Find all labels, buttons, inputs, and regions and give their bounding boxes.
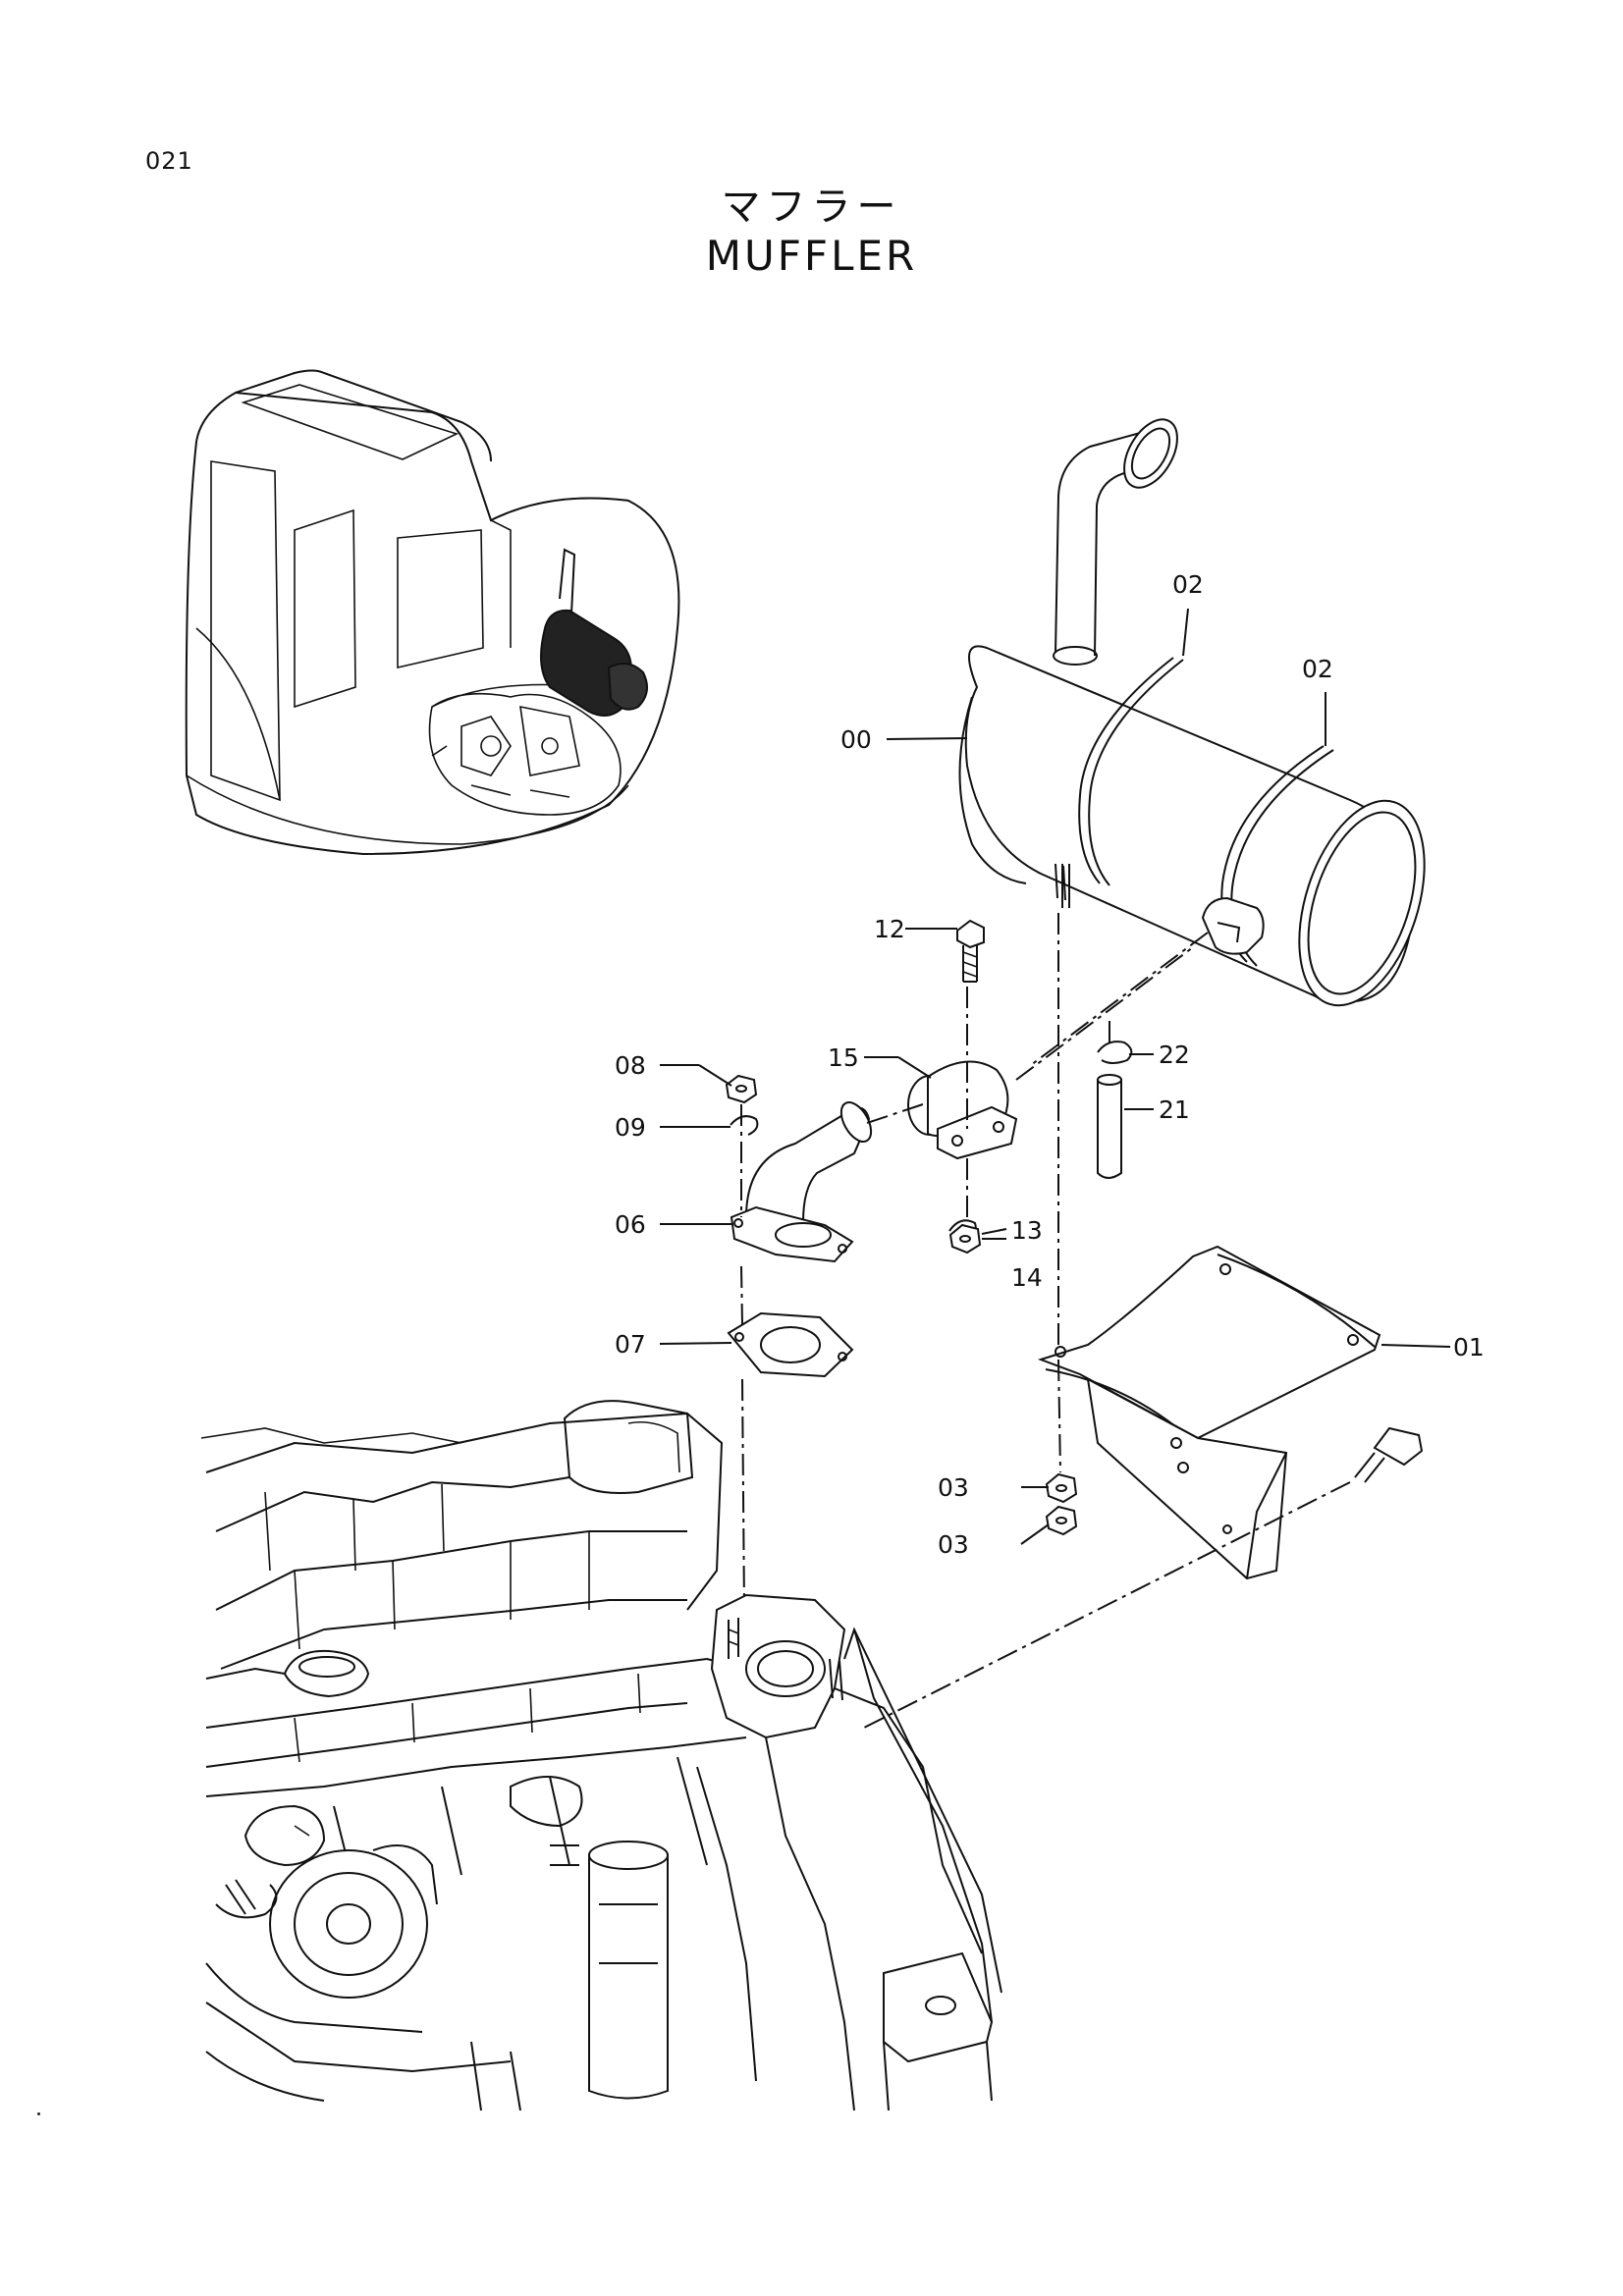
part-label-01: 01 (1453, 1333, 1485, 1362)
clip-part-22 (1097, 1041, 1133, 1064)
clamp-part-15 (907, 1060, 1018, 1160)
muffler-body (958, 418, 1426, 1007)
muffler-thumbnail (540, 548, 648, 717)
part-label-12: 12 (874, 915, 905, 943)
part-label-09: 09 (615, 1113, 646, 1142)
part-label-22: 22 (1159, 1041, 1190, 1069)
part-label-06: 06 (615, 1210, 646, 1239)
bracket-part-01 (1037, 1245, 1424, 1580)
nut-part-08 (725, 1074, 758, 1104)
part-label-07: 07 (615, 1330, 646, 1359)
leader-lines (659, 608, 1451, 1545)
excavator-overview-illustration (185, 369, 680, 856)
engine-illustration (200, 1400, 1002, 2111)
hose-part-21 (1097, 1074, 1122, 1179)
elbow-part-06 (730, 1101, 873, 1263)
part-label-14: 14 (1011, 1263, 1043, 1292)
assembly-center-lines (740, 913, 1351, 1729)
part-label-03-a: 03 (938, 1473, 969, 1502)
scan-speck (37, 2112, 40, 2115)
part-label-02-a: 02 (1172, 570, 1204, 599)
page-title-japanese: マフラー (721, 185, 902, 230)
nut-part-14 (948, 1223, 982, 1255)
engine-thumbnail (428, 692, 622, 816)
part-number-labels: 00 02 02 01 03 03 06 07 08 09 12 13 14 1… (615, 570, 1485, 1559)
part-label-03-b: 03 (938, 1530, 969, 1559)
part-label-15: 15 (828, 1043, 859, 1072)
page-title-english: MUFFLER (705, 232, 918, 280)
page-number: 021 (145, 147, 193, 175)
nut-part-03-lower (1045, 1505, 1078, 1536)
washer-part-09 (730, 1115, 759, 1136)
bolt-part-12 (956, 919, 985, 983)
part-label-00: 00 (840, 725, 872, 754)
nut-part-03-upper (1045, 1472, 1078, 1504)
part-label-21: 21 (1159, 1095, 1190, 1124)
gasket-part-07 (727, 1311, 854, 1378)
part-label-02-b: 02 (1302, 655, 1333, 683)
part-label-13: 13 (1011, 1216, 1043, 1245)
part-label-08: 08 (615, 1051, 646, 1080)
